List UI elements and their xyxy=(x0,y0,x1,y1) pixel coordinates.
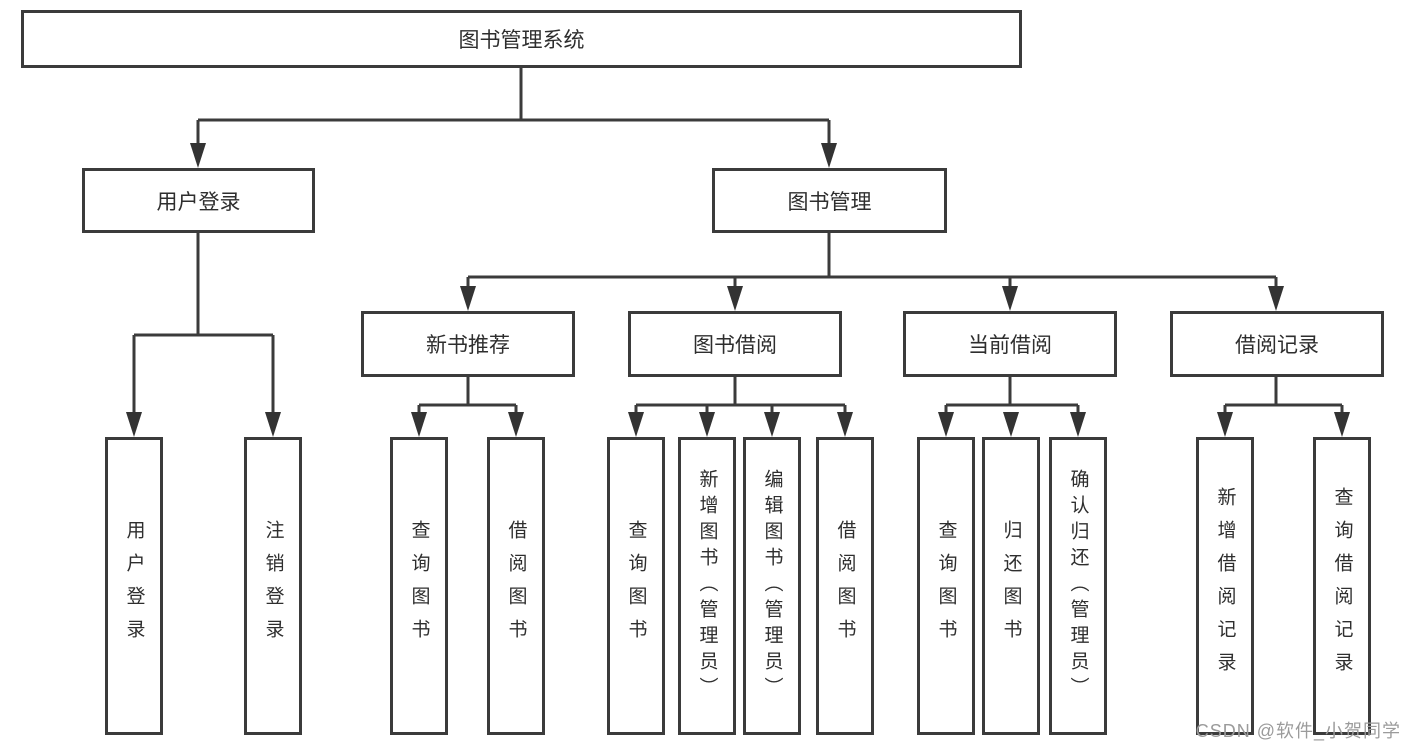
leaf-label: 注销登录 xyxy=(262,520,284,652)
leaf-query-borrow-record: 查询借阅记录 xyxy=(1313,437,1371,735)
leaf-label: 查询借阅记录 xyxy=(1331,487,1353,685)
leaf-label: 确认归还（管理员） xyxy=(1067,469,1089,703)
leaf-label: 查询图书 xyxy=(408,520,430,652)
node-label: 用户登录 xyxy=(156,190,241,214)
node-borrowing-records: 借阅记录 xyxy=(1170,311,1384,377)
node-new-book-recommendation: 新书推荐 xyxy=(361,311,575,377)
leaf-label: 借阅图书 xyxy=(505,520,527,652)
leaf-label: 借阅图书 xyxy=(834,520,856,652)
node-user-login: 用户登录 xyxy=(82,168,315,233)
node-current-borrowing: 当前借阅 xyxy=(903,311,1117,377)
leaf-label: 用户登录 xyxy=(123,520,145,652)
leaf-return-books: 归还图书 xyxy=(982,437,1040,735)
leaf-label: 查询图书 xyxy=(935,520,957,652)
node-label: 借阅记录 xyxy=(1235,334,1319,357)
node-book-management: 图书管理 xyxy=(712,168,947,233)
leaf-add-borrow-record: 新增借阅记录 xyxy=(1196,437,1254,735)
node-book-borrowing: 图书借阅 xyxy=(628,311,842,377)
watermark: CSDN @软件_小贺同学 xyxy=(1195,721,1401,741)
node-label: 图书管理 xyxy=(787,190,872,214)
leaf-query-books-current: 查询图书 xyxy=(917,437,975,735)
leaf-label: 新增借阅记录 xyxy=(1214,487,1236,685)
leaf-edit-books-admin: 编辑图书（管理员） xyxy=(743,437,801,735)
leaf-borrow-books-borrowing: 借阅图书 xyxy=(816,437,874,735)
arrowhead-icons xyxy=(126,143,1350,437)
node-label: 当前借阅 xyxy=(968,334,1052,357)
leaf-query-books-borrowing: 查询图书 xyxy=(607,437,665,735)
leaf-label: 编辑图书（管理员） xyxy=(761,469,783,703)
leaf-add-books-admin: 新增图书（管理员） xyxy=(678,437,736,735)
node-label: 图书借阅 xyxy=(693,334,777,357)
leaf-confirm-return-admin: 确认归还（管理员） xyxy=(1049,437,1107,735)
leaf-label: 新增图书（管理员） xyxy=(696,469,718,703)
leaf-label: 查询图书 xyxy=(625,520,647,652)
leaf-label: 归还图书 xyxy=(1000,520,1022,652)
node-label: 图书管理系统 xyxy=(458,29,585,52)
leaf-logout: 注销登录 xyxy=(244,437,302,735)
leaf-user-login: 用户登录 xyxy=(105,437,163,735)
node-label: 新书推荐 xyxy=(426,334,510,357)
node-system-root: 图书管理系统 xyxy=(21,10,1022,68)
leaf-borrow-books-recommend: 借阅图书 xyxy=(487,437,545,735)
leaf-query-books-recommend: 查询图书 xyxy=(390,437,448,735)
